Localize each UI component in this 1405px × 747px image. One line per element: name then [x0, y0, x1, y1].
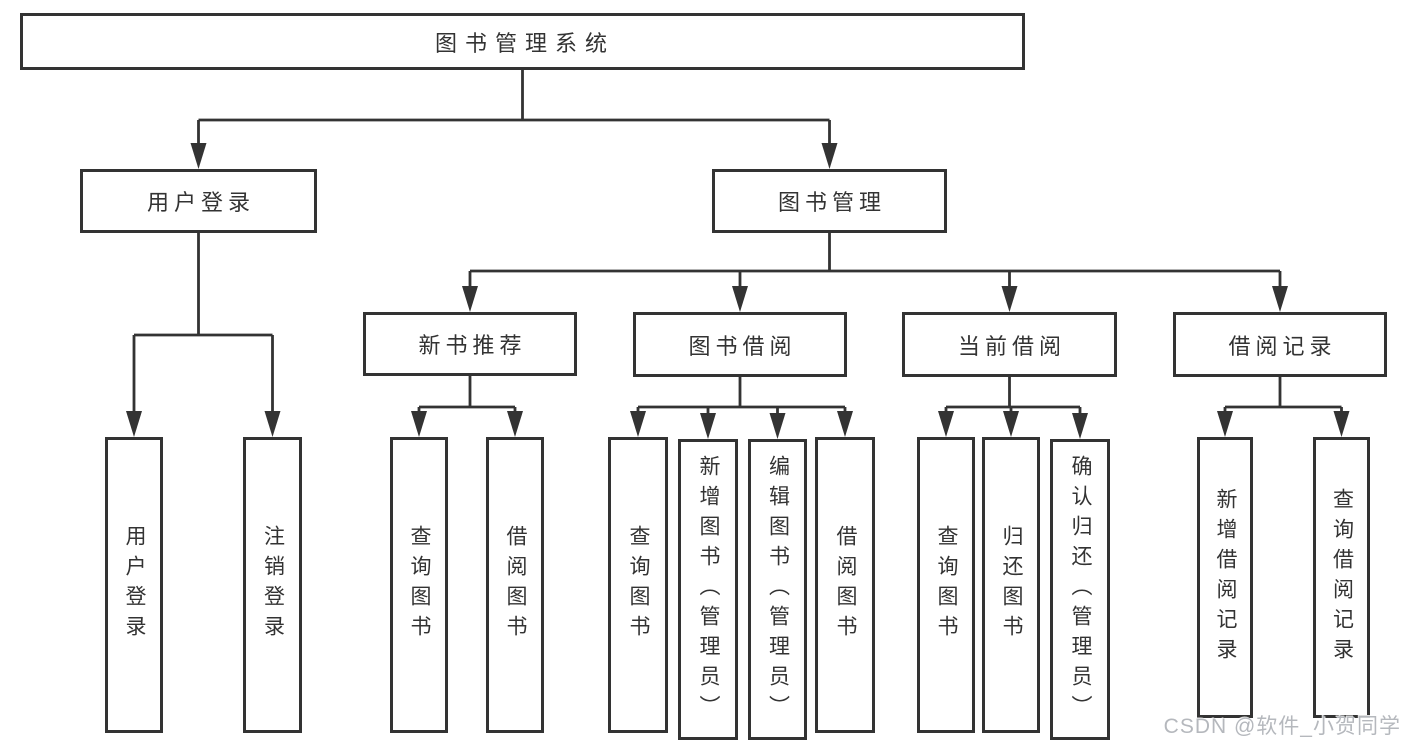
node-leaf-rec-borrow: 借阅图书 — [486, 437, 544, 733]
arrowhead — [462, 286, 478, 312]
node-book-borrow: 图书借阅 — [633, 312, 847, 377]
node-label-leaf-cb-return: 归还图书 — [1000, 525, 1023, 645]
watermark: CSDN @软件_小贺同学 — [1163, 715, 1401, 738]
arrowhead — [938, 411, 954, 437]
arrowhead — [732, 286, 748, 312]
node-leaf-cb-return: 归还图书 — [982, 437, 1040, 733]
arrowhead — [837, 411, 853, 437]
node-label-leaf-br-query: 查询借阅记录 — [1330, 487, 1354, 668]
node-label-book-borrow: 图书借阅 — [688, 333, 797, 359]
arrowhead — [411, 411, 427, 437]
node-label-leaf-cb-query: 查询图书 — [935, 525, 958, 645]
node-label-leaf-rec-query: 查询图书 — [408, 525, 431, 645]
node-leaf-cb-query: 查询图书 — [917, 437, 975, 733]
node-leaf-rec-query: 查询图书 — [390, 437, 448, 733]
node-book-mgmt: 图书管理 — [712, 169, 947, 233]
arrowhead — [1333, 411, 1350, 437]
node-label-leaf-cb-confirm: 确认归还（管理员） — [1069, 454, 1092, 725]
node-borrow-record: 借阅记录 — [1173, 312, 1387, 377]
arrowhead — [1272, 286, 1288, 312]
arrowhead — [126, 411, 142, 437]
node-leaf-user-login: 用户登录 — [105, 437, 163, 733]
arrowhead — [1217, 411, 1233, 437]
node-label-leaf-bb-add: 新增图书（管理员） — [697, 454, 720, 725]
node-label-leaf-bb-edit: 编辑图书（管理员） — [766, 454, 790, 725]
node-leaf-bb-edit: 编辑图书（管理员） — [748, 439, 807, 740]
arrowhead — [1072, 413, 1088, 439]
node-label-leaf-bb-borrow: 借阅图书 — [834, 525, 857, 645]
arrowhead — [821, 143, 838, 169]
arrowhead — [769, 413, 786, 439]
arrowhead — [507, 411, 523, 437]
node-label-current-borrow: 当前借阅 — [957, 333, 1066, 359]
node-label-user-login: 用户登录 — [146, 190, 255, 215]
node-label-leaf-rec-borrow: 借阅图书 — [504, 525, 527, 645]
connector-path — [132, 70, 1343, 416]
arrowhead — [1001, 286, 1018, 312]
node-current-borrow: 当前借阅 — [902, 312, 1117, 377]
node-label-borrow-record: 借阅记录 — [1228, 333, 1337, 359]
node-leaf-br-add: 新增借阅记录 — [1197, 437, 1253, 718]
node-label-leaf-logout: 注销登录 — [261, 525, 285, 645]
arrowhead — [190, 143, 207, 169]
node-leaf-logout: 注销登录 — [243, 437, 302, 733]
node-label-leaf-br-add: 新增借阅记录 — [1214, 487, 1237, 668]
node-label-root: 图书管理系统 — [434, 30, 615, 56]
node-leaf-bb-borrow: 借阅图书 — [815, 437, 875, 733]
node-leaf-bb-add: 新增图书（管理员） — [678, 439, 738, 740]
node-label-leaf-user-login: 用户登录 — [123, 525, 146, 645]
arrowhead — [630, 411, 646, 437]
arrowhead — [700, 413, 716, 439]
node-leaf-cb-confirm: 确认归还（管理员） — [1050, 439, 1110, 740]
arrowhead — [264, 411, 281, 437]
node-new-book-recommend: 新书推荐 — [363, 312, 577, 376]
node-label-book-mgmt: 图书管理 — [777, 190, 886, 215]
arrowhead — [1003, 411, 1019, 437]
node-root: 图书管理系统 — [20, 13, 1025, 70]
node-leaf-br-query: 查询借阅记录 — [1313, 437, 1370, 718]
node-user-login: 用户登录 — [80, 169, 317, 233]
node-leaf-bb-query: 查询图书 — [608, 437, 668, 733]
node-label-new-book-recommend: 新书推荐 — [418, 333, 527, 358]
node-label-leaf-bb-query: 查询图书 — [627, 525, 650, 645]
